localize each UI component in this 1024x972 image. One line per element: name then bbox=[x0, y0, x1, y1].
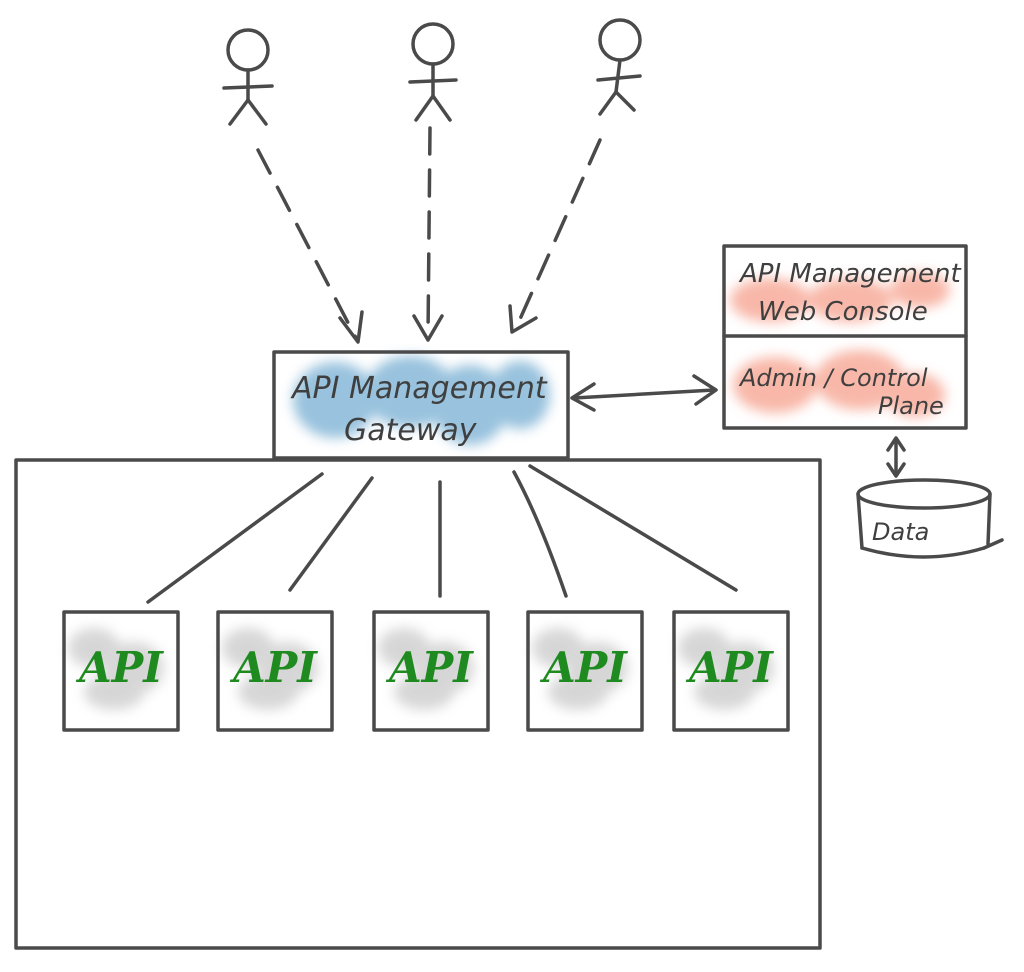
gateway-connectors bbox=[146, 464, 738, 604]
console-title: API Management bbox=[738, 259, 961, 289]
api-label: API bbox=[685, 643, 774, 692]
user-icon bbox=[596, 18, 642, 116]
web-console-box: API Management Web Console Admin / Contr… bbox=[722, 244, 968, 430]
api-label: API bbox=[229, 643, 318, 692]
api-box: API bbox=[672, 610, 790, 732]
api-label: API bbox=[539, 643, 628, 692]
user-request-arrow bbox=[412, 126, 444, 342]
api-label: API bbox=[385, 643, 474, 692]
console-section-label-2: Plane bbox=[878, 392, 944, 420]
backend-container bbox=[14, 458, 822, 950]
console-subtitle: Web Console bbox=[758, 297, 928, 327]
database-label: Data bbox=[872, 518, 929, 546]
database-icon bbox=[856, 478, 1004, 559]
api-box: API bbox=[372, 610, 490, 732]
console-section-label: Admin / Control bbox=[738, 364, 928, 392]
user-request-arrow bbox=[256, 148, 364, 344]
data-link-arrow bbox=[886, 436, 906, 478]
api-box: API bbox=[62, 610, 180, 732]
gateway-title: API Management bbox=[290, 371, 548, 406]
api-box: API bbox=[526, 610, 644, 732]
bidirectional-arrow bbox=[570, 374, 718, 412]
gateway-subtitle: Gateway bbox=[344, 413, 478, 448]
user-icon bbox=[222, 28, 274, 126]
user-icon bbox=[408, 22, 458, 122]
api-label: API bbox=[75, 643, 164, 692]
api-box: API bbox=[216, 610, 334, 732]
user-request-arrow bbox=[508, 138, 602, 334]
api-boxes: API API API API API bbox=[62, 610, 790, 732]
gateway-box: API Management Gateway bbox=[272, 350, 570, 460]
